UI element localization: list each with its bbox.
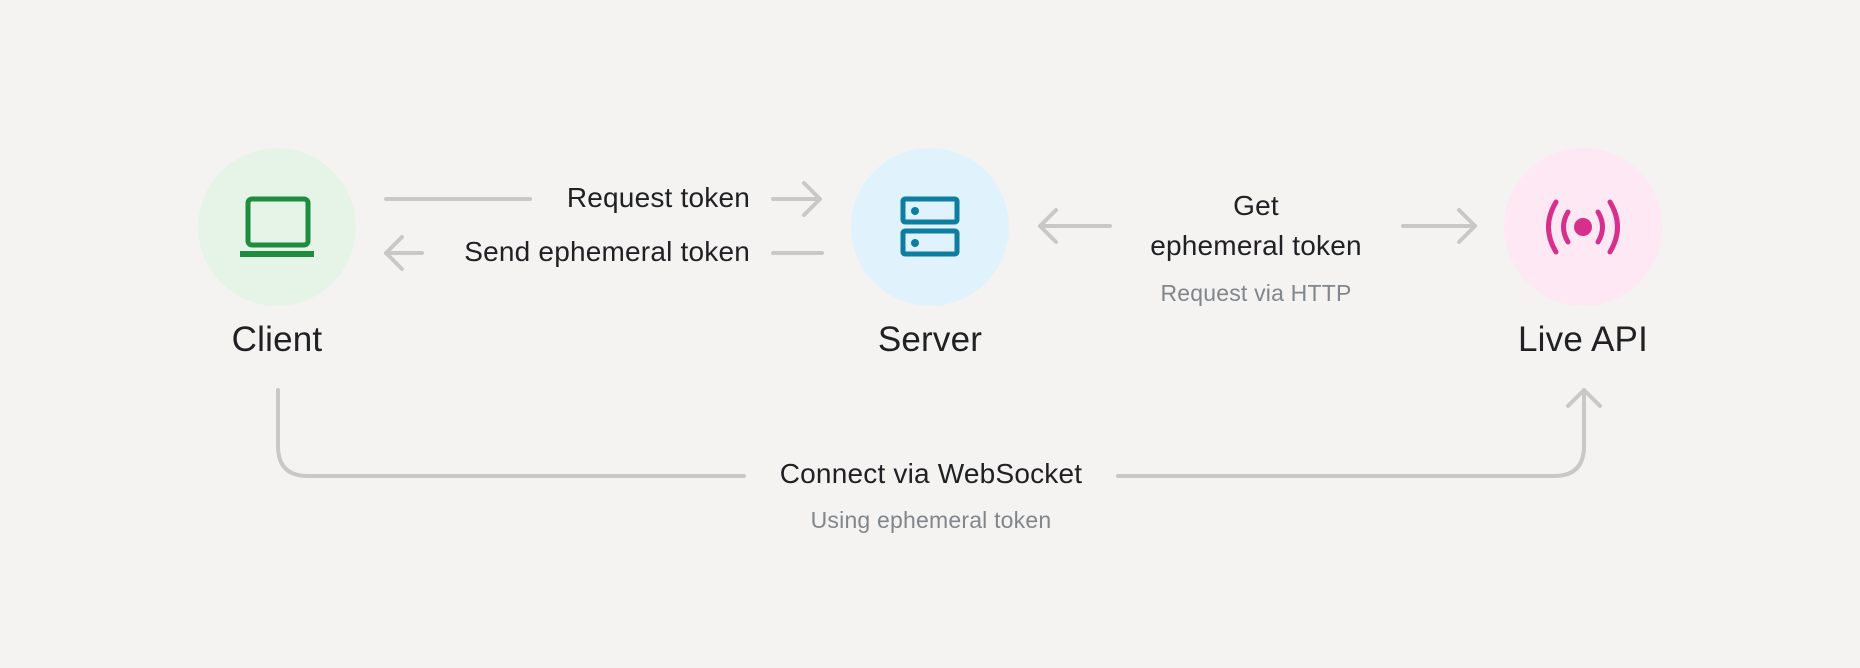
websocket-arrowhead	[1566, 388, 1602, 408]
server-node-circle	[851, 148, 1009, 306]
client-label: Client	[231, 320, 323, 359]
websocket-sublabel: Using ephemeral token	[810, 507, 1052, 533]
request-token-arrowhead	[802, 181, 822, 217]
server-label: Server	[877, 320, 983, 359]
laptop-icon	[240, 196, 314, 257]
live-api-label: Live API	[1517, 320, 1648, 359]
get-token-arrowhead-right	[1457, 208, 1477, 244]
send-token-label: Send ephemeral token	[464, 236, 750, 267]
send-token-arrowhead	[384, 235, 404, 271]
broadcast-icon	[1546, 199, 1620, 255]
get-token-label-line2: ephemeral token	[1150, 230, 1362, 261]
server-icon	[900, 196, 960, 257]
websocket-path-left	[276, 388, 746, 478]
client-node-circle	[198, 148, 356, 306]
websocket-label: Connect via WebSocket	[779, 458, 1083, 489]
connectors	[276, 181, 1602, 478]
request-token-label: Request token	[566, 182, 750, 213]
get-token-sublabel: Request via HTTP	[1160, 280, 1352, 306]
get-token-label-line1: Get	[1233, 190, 1279, 221]
websocket-path-right	[1116, 388, 1586, 478]
get-token-arrowhead-left	[1038, 208, 1058, 244]
